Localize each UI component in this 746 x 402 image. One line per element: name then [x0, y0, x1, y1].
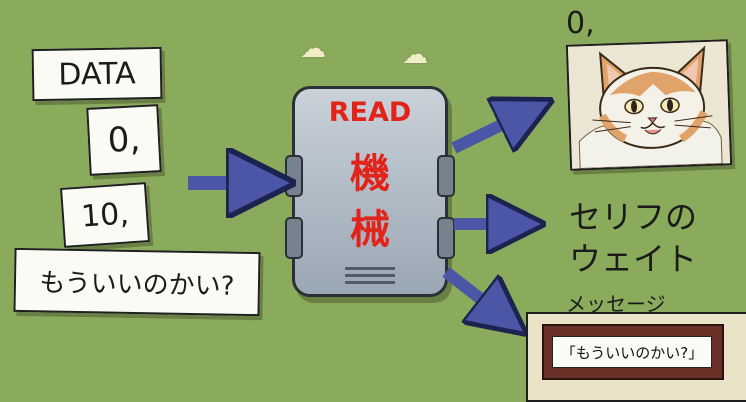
cat-icon	[568, 41, 730, 168]
dialogue-wait-label: セリフの ウェイト	[558, 196, 708, 280]
image-label: 0,	[566, 6, 595, 41]
cat-picture-frame	[566, 39, 732, 171]
message-window: 「もういいのかい?」	[526, 312, 746, 402]
dialogue-wait-line2: ウェイト	[558, 238, 708, 280]
message-text: 「もういいのかい?」	[552, 336, 712, 368]
arrow-machine-to-message	[446, 272, 508, 320]
arrow-machine-to-image	[454, 110, 532, 148]
dialogue-wait-line1: セリフの	[558, 196, 708, 238]
message-box: 「もういいのかい?」	[542, 324, 724, 380]
